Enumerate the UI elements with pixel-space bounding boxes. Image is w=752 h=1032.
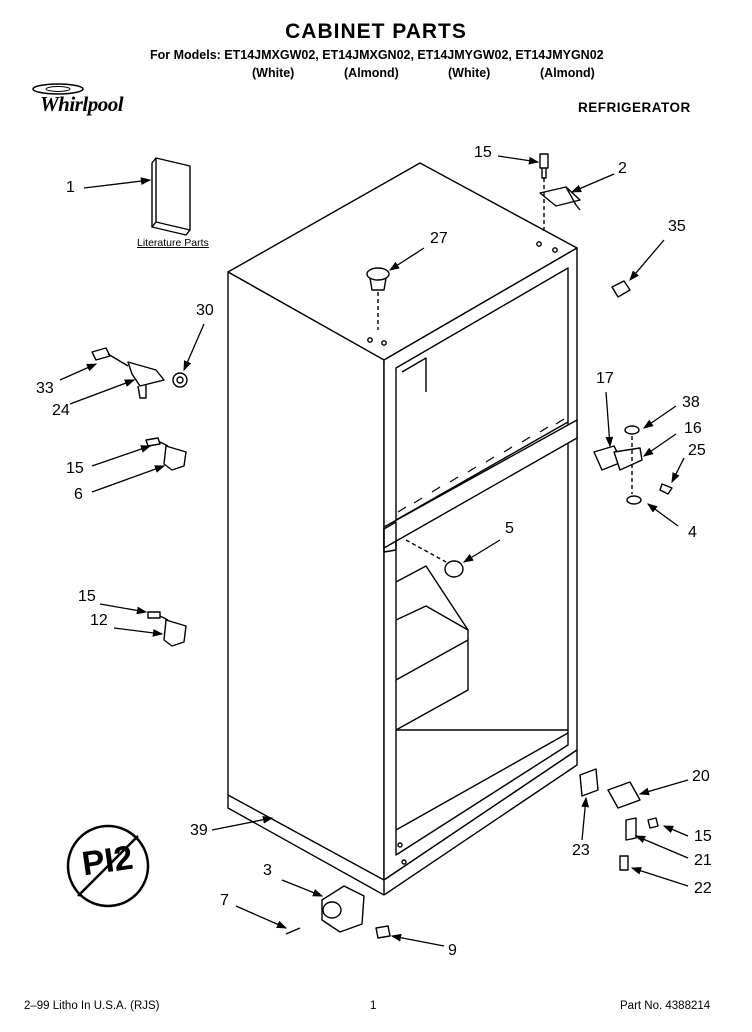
color-label-1: (White): [252, 66, 295, 80]
footer-page-number: 1: [370, 1000, 377, 1012]
callout-25: 25: [688, 442, 706, 459]
callout-9: 9: [448, 942, 457, 959]
refrigerator-cabinet: [227, 162, 578, 896]
model-list: For Models: ET14JMXGW02, ET14JMXGN02, ET…: [150, 48, 604, 62]
section-label: REFRIGERATOR: [578, 100, 691, 115]
roller-assembly-icon: [91, 347, 188, 399]
callout-23: 23: [572, 842, 590, 859]
callout-15-left: 15: [66, 460, 84, 477]
callout-7: 7: [220, 892, 229, 909]
center-hinge-icon: [593, 425, 673, 505]
callout-4: 4: [688, 524, 697, 541]
footer-litho: 2–99 Litho In U.S.A. (RJS): [24, 1000, 160, 1012]
callout-24: 24: [52, 402, 70, 419]
literature-booklet-icon: [151, 157, 191, 236]
pi2-stamp-icon: [66, 824, 150, 908]
color-label-2: (Almond): [344, 66, 399, 80]
callout-6: 6: [74, 486, 83, 503]
callout-21: 21: [694, 852, 712, 869]
callout-35: 35: [668, 218, 686, 235]
callout-22: 22: [694, 880, 712, 897]
callout-3: 3: [263, 862, 272, 879]
callout-15-lower: 15: [78, 588, 96, 605]
callout-2: 2: [618, 160, 627, 177]
callout-1: 1: [66, 179, 75, 196]
bracket-icon: [147, 611, 187, 647]
bottom-hinge-icon: [579, 768, 659, 871]
callout-16: 16: [684, 420, 702, 437]
callout-12: 12: [90, 612, 108, 629]
callout-17: 17: [596, 370, 614, 387]
pi2-stamp-text: PI2: [79, 838, 136, 884]
callout-39: 39: [190, 822, 208, 839]
callout-27: 27: [430, 230, 448, 247]
screw-icon: [539, 153, 549, 232]
leader-lines: [59, 155, 689, 947]
literature-parts-label: Literature Parts: [137, 237, 209, 249]
top-hinge-icon: [539, 186, 581, 211]
callout-33: 33: [36, 380, 54, 397]
page-title: CABINET PARTS: [285, 20, 467, 43]
brand-logo: Whirlpool: [40, 92, 124, 116]
color-label-3: (White): [448, 66, 491, 80]
callout-5: 5: [505, 520, 514, 537]
leveling-roller-icon: [285, 885, 391, 939]
callout-20: 20: [692, 768, 710, 785]
hinge-cap-icon: [611, 280, 631, 298]
cabinet-plug-icon: [366, 267, 390, 330]
shelf-knob-icon: [405, 539, 464, 578]
callout-15-right: 15: [694, 828, 712, 845]
callout-15-top: 15: [474, 144, 492, 161]
footer-part-number: Part No. 4388214: [620, 1000, 711, 1012]
bracket-icon: [145, 437, 187, 471]
color-label-4: (Almond): [540, 66, 595, 80]
callout-30: 30: [196, 302, 214, 319]
whirlpool-logo-icon: [32, 83, 84, 95]
callout-38: 38: [682, 394, 700, 411]
